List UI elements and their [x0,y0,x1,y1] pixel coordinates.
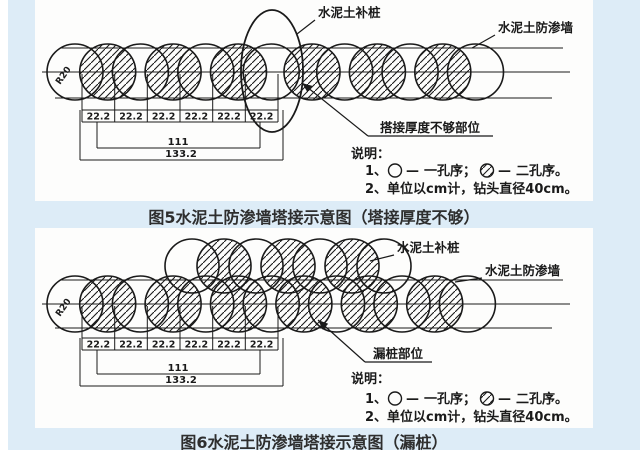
second-sequence-pile-circle [283,43,341,101]
defect-label: 搭接厚度不够部位 [380,120,481,135]
dimension-total-label: 133.2 [165,149,197,160]
supplement-pile-label: 水泥土补桩 [318,5,381,20]
defect-label: 漏桩部位 [373,346,424,361]
leader-line [369,254,395,262]
second-sequence-pile-circle [78,275,137,333]
legend-first-sequence-circle-icon [387,391,403,406]
dimension-cell-label: 22.2 [87,112,110,123]
first-sequence-pile-circle [356,238,412,294]
dimension-cell-label: 22.2 [250,340,273,351]
figure5-caption: 图5水泥土防渗墙塔接示意图（塔接厚度不够） [148,208,480,227]
leader-line [301,82,369,137]
second-sequence-pile-circle [348,43,407,101]
wall-label: 水泥土防渗墙 [485,263,561,278]
first-sequence-pile-circle [438,275,497,333]
dimension-cell-label: 22.2 [152,340,175,351]
dimension-total-label: 111 [168,137,189,148]
supplement-pile-outline [240,9,304,133]
supplement-pile-label: 水泥土补桩 [397,240,460,255]
second-sequence-pile-circle [144,43,202,101]
second-sequence-pile-circle [413,43,472,101]
legend-second-sequence-circle-icon [479,163,495,178]
notes-item1-number: 1、 [365,392,387,407]
leader-line [296,19,316,35]
notes-second-sequence-text: 二孔序。 [516,391,568,407]
second-sequence-pile-circle [209,43,268,101]
second-sequence-pile-circle [260,238,316,294]
dimension-total-label: 133.2 [165,375,197,386]
leader-arrow-icon [302,83,313,93]
notes-item1-dash: — [406,392,419,407]
dimension-total-label: 111 [168,363,189,374]
dimension-cell-label: 22.2 [119,112,142,123]
figure6-caption: 图6水泥土防渗墙塔接示意图（漏桩） [180,433,448,452]
notes-title: 说明： [351,371,390,387]
first-sequence-pile-circle [446,43,505,101]
dimension-cell-label: 22.2 [119,340,142,351]
notes-second-sequence-text: 二孔序。 [516,163,568,179]
dimension-cell-label: 22.2 [87,340,110,351]
leader-line [317,319,366,363]
legend-first-sequence-circle-icon [387,163,403,178]
notes-item1-dash: — [498,164,511,179]
leader-line [471,34,496,49]
notes-title: 说明： [351,146,390,162]
leader-arrow-icon [318,320,329,330]
legend-second-sequence-circle-icon [479,391,495,406]
radius-label: R20 [54,65,73,87]
notes-item1-dash: — [406,164,419,179]
notes-item1-number: 1、 [365,164,387,179]
leader-line [454,277,483,283]
second-sequence-pile-circle [78,43,137,101]
notes-first-sequence-text: 一孔序； [424,391,476,407]
dimension-cell-label: 22.2 [250,112,273,123]
second-sequence-pile-circle [196,238,252,294]
notes-item1-dash: — [498,392,511,407]
radius-label: R20 [54,297,73,319]
second-sequence-pile-circle [144,275,202,333]
dimension-cell-label: 22.2 [185,112,208,123]
notes-item2: 2、单位以cm计，钻头直径40cm。 [365,409,578,425]
dimension-cell-label: 22.2 [217,340,240,351]
dimension-cell-label: 22.2 [217,112,240,123]
second-sequence-pile-circle [405,275,464,333]
second-sequence-pile-circle [324,238,380,294]
dimension-cell-label: 22.2 [185,340,208,351]
wall-label: 水泥土防渗墙 [498,20,574,35]
dimension-cell-label: 22.2 [152,112,175,123]
notes-item2: 2、单位以cm计，钻头直径40cm。 [365,181,578,197]
notes-first-sequence-text: 一孔序； [424,163,476,179]
